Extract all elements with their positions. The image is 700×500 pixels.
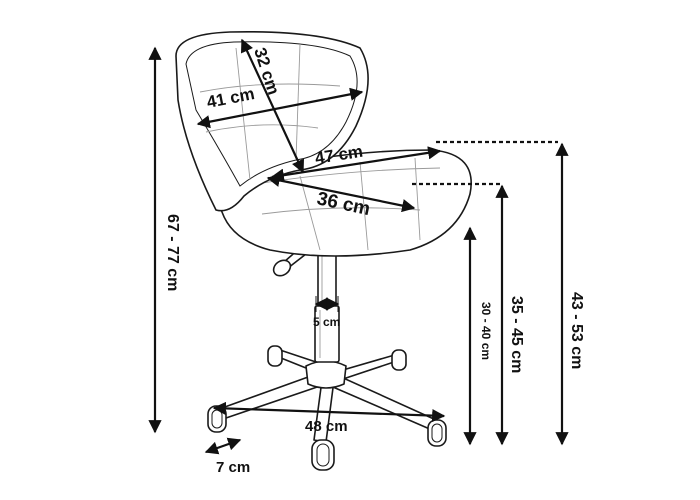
- caster-back-left: [267, 345, 283, 367]
- dim-back-width-line: [196, 87, 364, 129]
- gas-lift-column: [314, 247, 340, 363]
- label-caster-size: 7 cm: [216, 459, 250, 476]
- label-seat-height-mid: 35 - 45 cm: [508, 296, 525, 373]
- label-base-width: 48 cm: [305, 418, 348, 435]
- dim-seat-width-line: [270, 146, 442, 182]
- label-seat-height-top: 43 - 53 cm: [568, 292, 585, 369]
- caster-left: [207, 405, 227, 433]
- label-seat-height-front: 30 - 40 cm: [479, 302, 493, 360]
- label-total-height: 67 - 77 cm: [164, 214, 181, 291]
- label-column-diameter: 5 cm: [313, 315, 340, 329]
- dim-base-width-line: [212, 401, 446, 423]
- caster-front: [311, 439, 335, 471]
- dimension-lines: [148, 38, 569, 455]
- dim-seat-depth-line: [266, 173, 416, 213]
- dim-caster-line: [204, 437, 242, 455]
- caster-right: [427, 419, 447, 447]
- caster-back-right: [391, 349, 407, 371]
